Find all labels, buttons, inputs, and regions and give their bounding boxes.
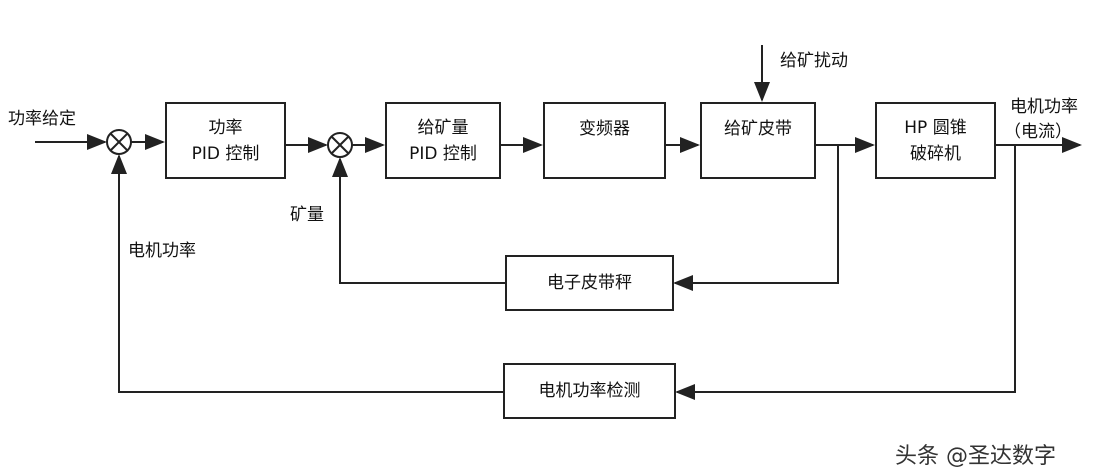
motor-power-label: 电机功率 bbox=[128, 241, 196, 261]
block-text: PID 控制 bbox=[191, 143, 260, 164]
vfd-block: 变频器 bbox=[543, 102, 666, 179]
ore-feedback-line bbox=[673, 145, 839, 291]
block-text: 电机功率检测 bbox=[538, 381, 641, 401]
block-text: 破碎机 bbox=[910, 143, 961, 164]
crusher-block: HP 圆锥破碎机 bbox=[875, 102, 996, 179]
feed-pid-block: 给矿量 PID 控制 bbox=[385, 102, 501, 179]
output-label-line1: 电机功率 bbox=[1010, 97, 1078, 117]
power-feedback-line bbox=[675, 145, 1016, 400]
block-text: HP 圆锥 bbox=[904, 117, 967, 138]
belt-scale-block: 电子皮带秤 bbox=[505, 255, 674, 311]
watermark: 头条 @圣达数字 bbox=[895, 444, 1056, 469]
feed-disturbance-label: 给矿扰动 bbox=[780, 51, 848, 71]
block-text: 电子皮带秤 bbox=[547, 273, 632, 293]
block-text: 变频器 bbox=[579, 119, 630, 139]
feed-belt-block: 给矿皮带 bbox=[700, 102, 816, 179]
block-text: PID 控制 bbox=[409, 143, 477, 164]
output-label-line2: （电流） bbox=[1004, 122, 1072, 142]
power-detect-block: 电机功率检测 bbox=[503, 363, 676, 419]
power-setpoint-label: 功率给定 bbox=[8, 109, 76, 129]
block-text: 给矿皮带 bbox=[724, 119, 792, 139]
block-text: 给矿量 bbox=[417, 117, 469, 138]
ore-amount-label: 矿量 bbox=[290, 205, 324, 225]
power-pid-block: 功率 PID 控制 bbox=[165, 102, 286, 179]
block-text: 功率 bbox=[208, 117, 243, 138]
